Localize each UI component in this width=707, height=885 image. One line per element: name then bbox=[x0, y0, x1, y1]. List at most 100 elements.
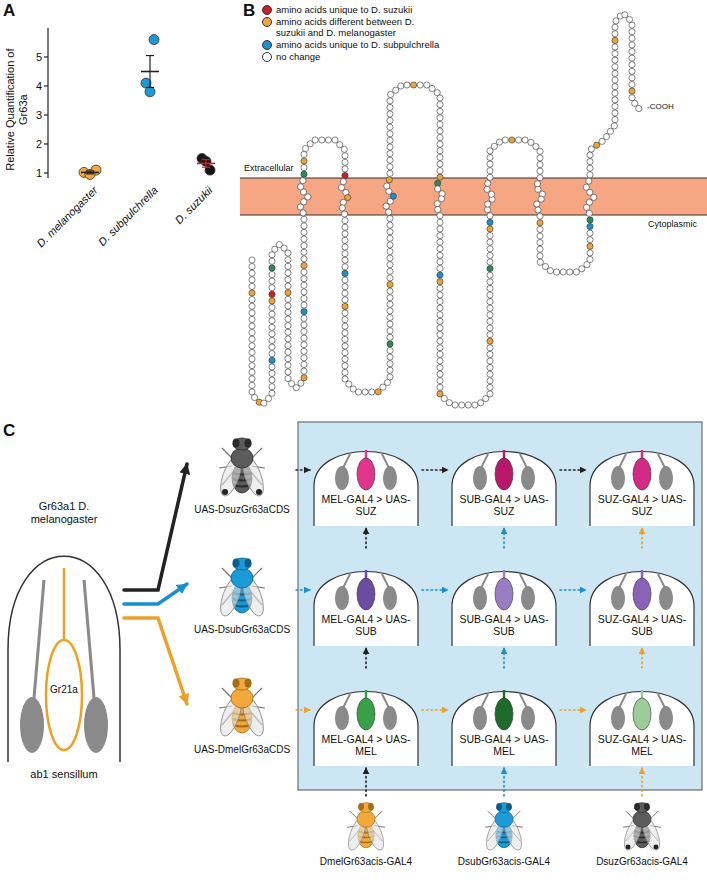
legend-swatch bbox=[262, 52, 272, 62]
residue-circle bbox=[387, 137, 393, 143]
residue-circle bbox=[387, 255, 393, 261]
residue-circle bbox=[612, 37, 618, 43]
genotype-label: UAS-DmelGr63aCDS bbox=[188, 744, 296, 756]
residue-circle bbox=[586, 210, 592, 216]
residue-circle bbox=[487, 252, 493, 258]
residue-circle bbox=[301, 355, 307, 361]
panel-letter: C bbox=[3, 421, 15, 441]
residue-circle bbox=[487, 305, 493, 311]
residue-circle bbox=[387, 262, 393, 268]
residue-circle bbox=[437, 285, 443, 291]
y-tick bbox=[44, 114, 48, 115]
residue-circle bbox=[249, 363, 255, 369]
uas-fly-node: UAS-DsubGr63aCDS bbox=[188, 548, 296, 648]
residue-circle bbox=[249, 330, 255, 336]
sensillum-label: ab1 sensillum bbox=[4, 768, 124, 781]
residue-circle bbox=[301, 216, 307, 222]
wing-spot bbox=[256, 489, 262, 495]
residue-circle bbox=[528, 139, 534, 145]
residue-circle bbox=[487, 161, 493, 167]
residue-circle bbox=[342, 244, 348, 250]
residue-circle bbox=[342, 257, 348, 263]
residue-circle bbox=[437, 141, 443, 147]
residue-circle bbox=[249, 336, 255, 342]
residue-circle bbox=[342, 330, 348, 336]
residue-circle bbox=[487, 351, 493, 357]
dendrite bbox=[343, 694, 350, 708]
wing-spot bbox=[653, 845, 658, 850]
residue-circle bbox=[355, 389, 361, 395]
residue-circle bbox=[612, 84, 618, 90]
residue-circle bbox=[612, 64, 618, 70]
neuron bbox=[659, 466, 673, 490]
residue-circle bbox=[485, 207, 491, 213]
residue-circle bbox=[487, 391, 493, 397]
residue-circle bbox=[301, 328, 307, 334]
y-tick bbox=[44, 56, 48, 57]
residue-circle bbox=[587, 230, 593, 236]
dotted-arrow bbox=[365, 768, 367, 796]
genotype-label: DsubGr63acis-GAL4 bbox=[446, 856, 562, 868]
y-tick bbox=[44, 172, 48, 173]
residue-circle bbox=[387, 361, 393, 367]
residue-circle bbox=[387, 151, 393, 157]
residue-circle bbox=[522, 137, 528, 143]
residue-circle bbox=[487, 299, 493, 305]
neuron bbox=[611, 466, 625, 490]
data-point bbox=[85, 169, 95, 179]
residue-circle bbox=[537, 148, 543, 154]
fly-head bbox=[233, 558, 251, 570]
legend-text: amino acids different between D. suzukii… bbox=[276, 16, 441, 38]
residue-circle bbox=[487, 285, 493, 291]
residue-circle bbox=[487, 358, 493, 364]
residue-circle bbox=[587, 223, 593, 229]
residue-circle bbox=[269, 291, 275, 297]
residue-circle bbox=[387, 98, 393, 104]
residue-circle bbox=[587, 256, 593, 262]
residue-circle bbox=[387, 248, 393, 254]
sensillum-outline bbox=[590, 692, 694, 767]
dotted-arrow bbox=[641, 768, 643, 796]
residue-circle bbox=[269, 377, 275, 383]
residue-circle bbox=[301, 361, 307, 367]
residue-circle bbox=[285, 250, 291, 256]
residue-circle bbox=[342, 363, 348, 369]
residue-circle bbox=[534, 201, 540, 207]
residue-circle bbox=[586, 178, 592, 184]
fly-eye bbox=[506, 803, 512, 810]
dotted-arrow bbox=[422, 469, 448, 471]
residue-circle bbox=[484, 186, 490, 192]
residue-circle bbox=[301, 256, 307, 262]
residue-circle bbox=[249, 283, 255, 289]
y-tick bbox=[44, 85, 48, 86]
residue-circle bbox=[301, 236, 307, 242]
residue-circle bbox=[537, 246, 543, 252]
residue-circle bbox=[342, 310, 348, 316]
residue-circle bbox=[249, 343, 255, 349]
residue-circle bbox=[387, 229, 393, 235]
terminus-label: -COOH bbox=[647, 102, 674, 111]
genotype-label: UAS-DsuzGr63aCDS bbox=[188, 504, 296, 516]
residue-circle bbox=[487, 174, 493, 180]
residue-circle bbox=[301, 348, 307, 354]
legend-swatch bbox=[262, 40, 272, 50]
residue-circle bbox=[437, 239, 443, 245]
residue-circle bbox=[629, 68, 635, 74]
residue-circle bbox=[612, 97, 618, 103]
residue-circle bbox=[249, 290, 255, 296]
residue-circle bbox=[301, 289, 307, 295]
residue-circle bbox=[404, 82, 410, 88]
residue-circle bbox=[301, 342, 307, 348]
fly-head bbox=[359, 803, 374, 813]
wing-spot bbox=[626, 845, 631, 850]
dotted-arrow bbox=[641, 648, 643, 668]
residue-circle bbox=[301, 158, 307, 164]
sensillum-cell: MEL-GAL4 > UAS-MEL bbox=[310, 668, 422, 768]
residue-circle bbox=[387, 268, 393, 274]
fly-thorax bbox=[495, 811, 513, 827]
data-point bbox=[201, 156, 211, 166]
residue-circle bbox=[387, 288, 393, 294]
residue-circle bbox=[537, 175, 543, 181]
dendrite bbox=[84, 580, 94, 698]
residue-circle bbox=[342, 323, 348, 329]
